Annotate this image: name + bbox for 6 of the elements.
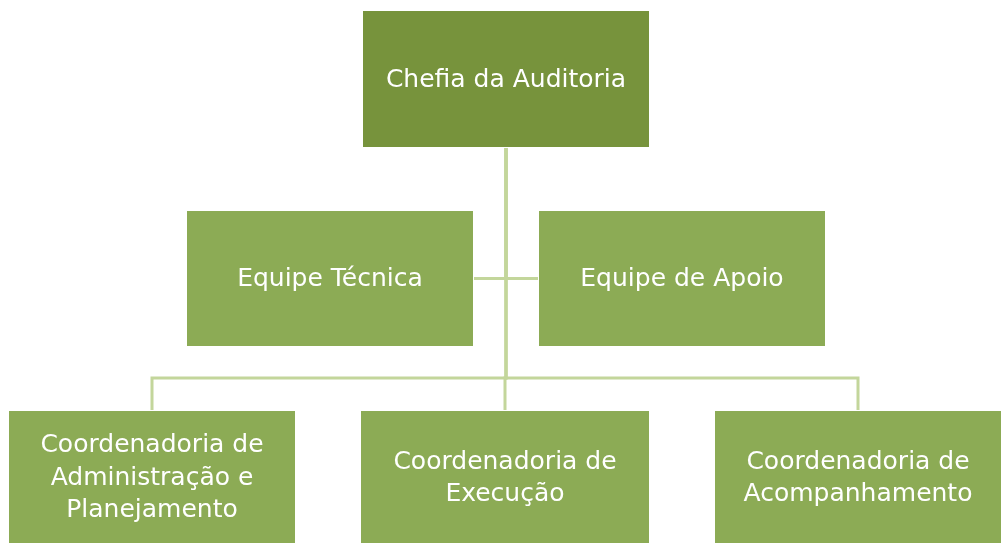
org-box: Coordenadoria de Execução: [360, 410, 650, 544]
org-box: Equipe Técnica: [186, 210, 474, 347]
org-box: Coordenadoria de Acompanhamento: [714, 410, 1002, 544]
org-box: Coordenadoria de Administração e Planejamento: [8, 410, 296, 544]
org-box: Chefia da Auditoria: [362, 10, 650, 148]
org-box: Equipe de Apoio: [538, 210, 826, 347]
